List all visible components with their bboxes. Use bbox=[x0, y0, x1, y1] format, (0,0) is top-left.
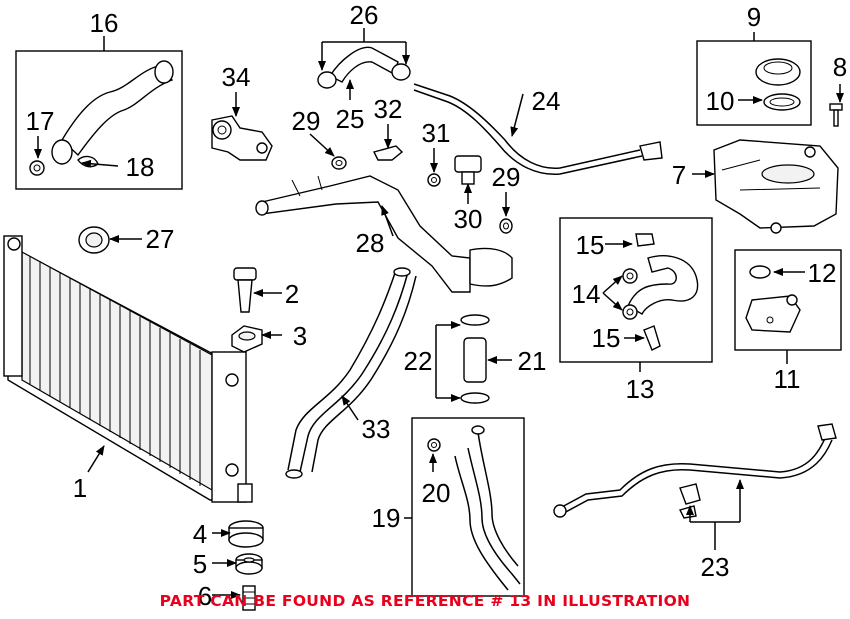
insulator-5 bbox=[235, 553, 263, 575]
hose-21 bbox=[460, 314, 490, 404]
reference-note: PART CAN BE FOUND AS REFERENCE # 13 IN I… bbox=[159, 592, 691, 610]
group-box-11 bbox=[734, 249, 842, 351]
callout-22: 22 bbox=[404, 346, 433, 376]
callout-21: 21 bbox=[518, 346, 547, 376]
bracket-2 bbox=[233, 267, 257, 313]
group-box-13 bbox=[559, 217, 713, 363]
callout-6: 6 bbox=[198, 581, 212, 611]
hose-25 bbox=[317, 46, 411, 89]
callout-11: 11 bbox=[774, 364, 801, 394]
callout-31: 31 bbox=[422, 118, 451, 148]
callout-32: 32 bbox=[374, 94, 403, 124]
callout-10: 10 bbox=[706, 86, 735, 116]
coolant-pipe-28 bbox=[255, 175, 513, 293]
pipe-24 bbox=[413, 83, 663, 175]
bolt-6 bbox=[242, 585, 256, 611]
callout-27: 27 bbox=[146, 224, 175, 254]
radiator bbox=[3, 235, 253, 503]
pipe-23 bbox=[553, 423, 837, 519]
expansion-tank-7 bbox=[713, 139, 839, 234]
callout-7: 7 bbox=[672, 160, 686, 190]
leader-lines bbox=[34, 28, 844, 599]
cap-9 bbox=[755, 58, 801, 111]
callout-24: 24 bbox=[532, 86, 561, 116]
callout-9: 9 bbox=[747, 2, 761, 32]
water-outlet-34 bbox=[211, 115, 273, 161]
callout-3: 3 bbox=[293, 321, 307, 351]
callout-17: 17 bbox=[26, 106, 55, 136]
callout-16: 16 bbox=[90, 8, 119, 38]
group-box-19 bbox=[411, 417, 525, 597]
callout-25: 25 bbox=[336, 104, 365, 134]
seal-29b bbox=[499, 218, 513, 234]
callout-4: 4 bbox=[193, 519, 207, 549]
callout-23: 23 bbox=[701, 552, 730, 582]
seal-31 bbox=[427, 173, 441, 187]
callout-29a: 29 bbox=[292, 106, 321, 136]
hose-33 bbox=[285, 267, 417, 479]
callout-26: 26 bbox=[350, 0, 379, 30]
callout-13: 13 bbox=[626, 374, 655, 404]
callout-15a: 15 bbox=[576, 230, 605, 260]
callout-34: 34 bbox=[222, 62, 251, 92]
callout-28: 28 bbox=[356, 228, 385, 258]
seal-29a bbox=[331, 156, 347, 170]
callout-29b: 29 bbox=[492, 162, 521, 192]
callout-18: 18 bbox=[126, 152, 155, 182]
callout-2: 2 bbox=[285, 279, 299, 309]
group-box-16 bbox=[15, 50, 183, 190]
callout-15b: 15 bbox=[592, 323, 621, 353]
callout-numbers: 16 17 18 9 8 10 7 15 14 15 13 12 11 24 2… bbox=[26, 0, 848, 611]
clip-32 bbox=[372, 145, 404, 161]
callout-12: 12 bbox=[808, 258, 837, 288]
plug-27 bbox=[78, 226, 110, 254]
pipe-19 bbox=[427, 425, 521, 591]
callout-19: 19 bbox=[372, 503, 401, 533]
callout-33: 33 bbox=[362, 414, 391, 444]
callout-1: 1 bbox=[73, 473, 87, 503]
screw-8 bbox=[829, 103, 843, 127]
callout-14: 14 bbox=[572, 279, 601, 309]
hose-13 bbox=[622, 233, 699, 351]
insulator-4 bbox=[228, 520, 264, 548]
bracket-11 bbox=[745, 265, 801, 333]
callout-5: 5 bbox=[193, 549, 207, 579]
callout-20: 20 bbox=[422, 478, 451, 508]
callout-8: 8 bbox=[833, 52, 847, 82]
callout-30: 30 bbox=[454, 204, 483, 234]
mount-3 bbox=[231, 325, 263, 353]
sensor-30 bbox=[454, 155, 482, 185]
